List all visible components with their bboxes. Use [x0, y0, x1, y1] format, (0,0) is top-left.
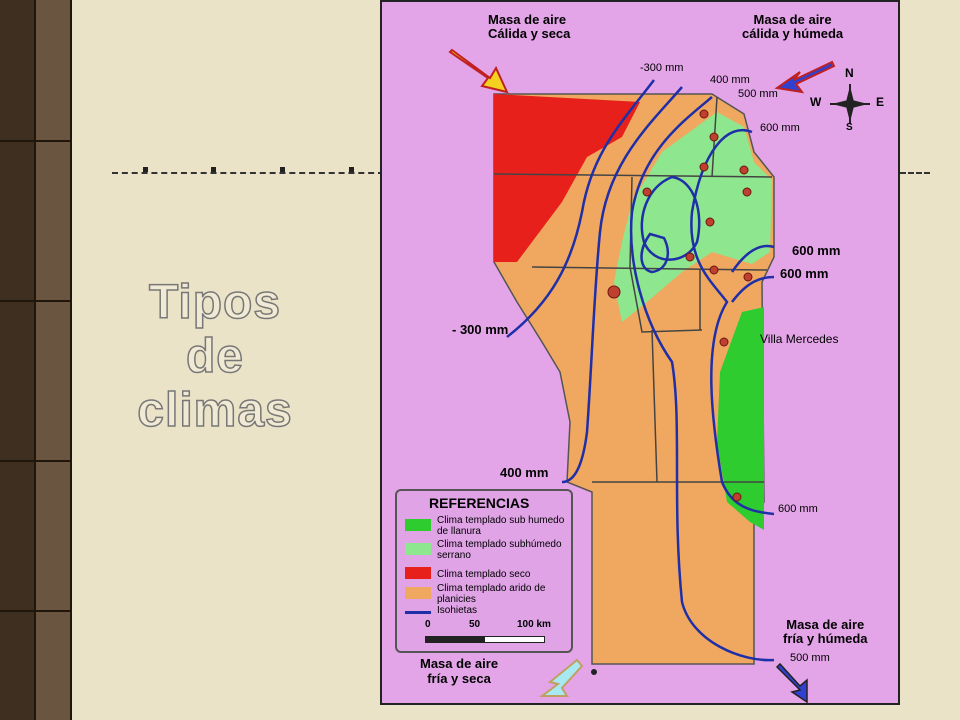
- compass-rose: [830, 84, 870, 124]
- label-line: Masa de aire: [786, 617, 865, 632]
- isohyet-label: 600 mm: [792, 243, 841, 258]
- isohyet-label: - 300 mm: [452, 322, 509, 337]
- air-mass-sw-label: Masa de aire fría y seca: [420, 656, 498, 686]
- compass-s: S: [846, 122, 853, 133]
- slide-title: Tipos de climas: [120, 275, 310, 438]
- scale-label: 0: [425, 619, 431, 630]
- legend-swatch: [405, 587, 431, 599]
- isohyet-label: 600 mm: [780, 266, 829, 281]
- label-line: Cálida y seca: [488, 26, 571, 41]
- legend-title: REFERENCIAS: [429, 495, 530, 511]
- isohyet-label: 500 mm: [790, 652, 830, 664]
- label-line: Masa de aire: [488, 12, 567, 27]
- title-line: climas: [137, 383, 293, 438]
- divider-dot: [143, 167, 148, 172]
- label-line: fría y húmeda: [783, 631, 868, 646]
- scale-label: 100 km: [517, 619, 551, 630]
- divider-dot: [280, 167, 285, 172]
- town-label: Villa Mercedes: [760, 332, 839, 346]
- scale-label: 50: [469, 619, 481, 630]
- legend-label: Clima templado seco: [437, 569, 531, 580]
- divider-dot: [211, 167, 216, 172]
- isohyet-label: 600 mm: [760, 122, 800, 134]
- dashed-divider-right: [900, 172, 930, 176]
- wood-sidebar: [0, 0, 72, 720]
- label-line: fría y seca: [427, 671, 491, 686]
- isohyet-label: 500 mm: [738, 88, 778, 100]
- scale-bar: [425, 636, 545, 643]
- map-drawing: [448, 48, 870, 703]
- divider-dot: [349, 167, 354, 172]
- dashed-divider: [112, 172, 384, 176]
- label-line: Masa de aire: [420, 656, 499, 671]
- legend-swatch: [405, 611, 431, 614]
- legend-swatch: [405, 519, 431, 531]
- isohyet-label: 600 mm: [778, 503, 818, 515]
- isohyet-lines: [506, 79, 775, 662]
- label-line: Masa de aire: [753, 12, 832, 27]
- legend-swatch: [405, 543, 431, 555]
- air-mass-se-label: Masa de aire fría y húmeda: [783, 618, 868, 646]
- legend-label: Isohietas: [437, 605, 478, 616]
- isohyet-label: 400 mm: [500, 465, 549, 480]
- legend-label: Clima templado subhúmedo serrano: [437, 539, 562, 561]
- legend-label: Clima templado sub humedo de llanura: [437, 515, 565, 537]
- compass-w: W: [810, 95, 822, 109]
- title-line: de: [185, 329, 244, 384]
- air-mass-nw-label: Masa de aire Cálida y seca: [488, 13, 570, 41]
- label-line: cálida y húmeda: [742, 26, 844, 41]
- title-line: Tipos: [148, 275, 282, 330]
- air-mass-arrows: [448, 48, 836, 703]
- climate-map: [380, 0, 900, 705]
- compass-n: N: [845, 66, 854, 80]
- legend-swatch: [405, 567, 431, 579]
- map-legend: REFERENCIAS Clima templado sub humedo de…: [395, 489, 573, 653]
- isohyet-label: -300 mm: [640, 62, 684, 74]
- compass-e: E: [876, 95, 885, 109]
- legend-label: Clima templado arido de planicies: [437, 583, 546, 605]
- isohyet-label: 400 mm: [710, 74, 750, 86]
- dry-zone: [494, 94, 640, 262]
- town-markers: [607, 109, 753, 502]
- humid-mountain-zone: [614, 112, 772, 322]
- humid-plain-zone: [717, 307, 764, 530]
- air-mass-ne-label: Masa de aire cálida y húmeda: [742, 13, 843, 41]
